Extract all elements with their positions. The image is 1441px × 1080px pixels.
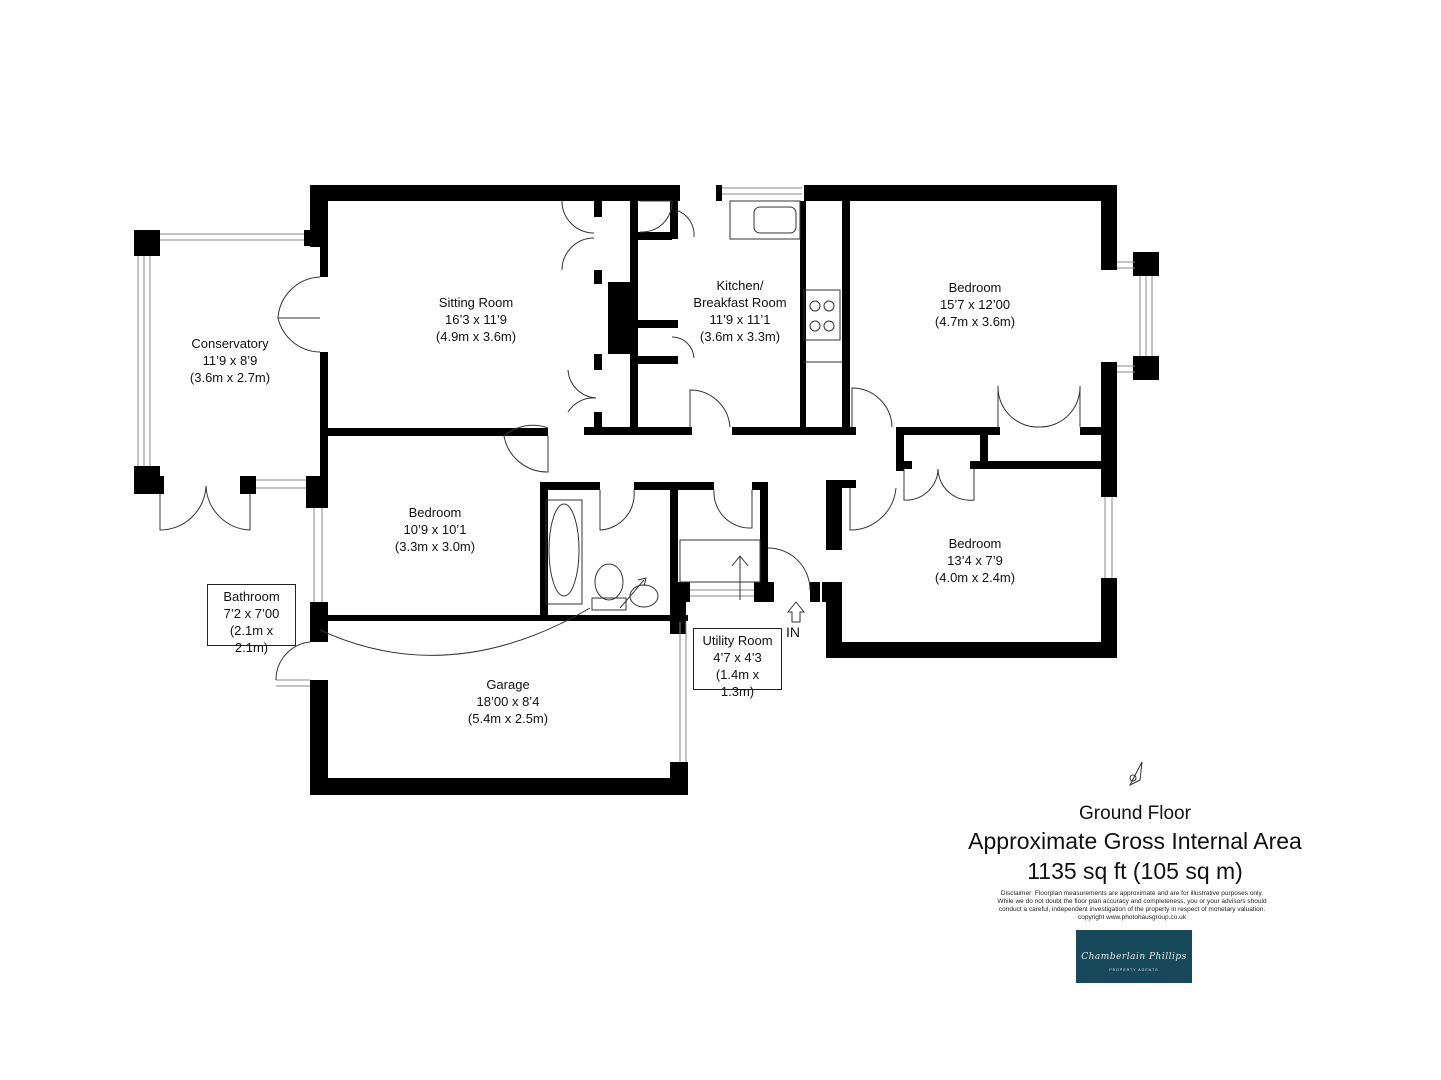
room-metric: (3.6m x 3.3m)	[699, 329, 781, 344]
disclaimer-line: conduct a careful, independent investiga…	[998, 906, 1266, 913]
room-name: Bathroom	[223, 589, 280, 604]
logo-subtext: PROPERTY AGENTS	[1109, 968, 1159, 972]
room-name: Kitchen/	[716, 278, 764, 293]
room-metric: (4.9m x 3.6m)	[435, 329, 517, 344]
room-name: Garage	[486, 677, 530, 692]
room-imperial: 13’4 x 7’9	[947, 553, 1003, 568]
doors	[159, 200, 1081, 681]
room-metric: (4.0m x 2.4m)	[934, 570, 1016, 585]
windows	[137, 187, 1153, 762]
room-metric: (1.4m x 1.3m)	[715, 667, 760, 699]
room-imperial: 16’3 x 11’9	[445, 312, 507, 327]
room-label-bedroom-1: Bedroom 15’7 x 12’00 (4.7m x 3.6m)	[935, 279, 1015, 330]
room-label-bedroom-3: Bedroom 13’4 x 7’9 (4.0m x 2.4m)	[935, 535, 1015, 586]
room-label-utility-room: Utility Room 4’7 x 4’3 (1.4m x 1.3m)	[693, 628, 782, 699]
room-name-2: Breakfast Room	[693, 295, 787, 310]
disclaimer-line: While we do not doubt the floor plan acc…	[997, 898, 1267, 905]
room-name: Conservatory	[191, 336, 269, 351]
room-name: Bedroom	[948, 280, 1002, 295]
room-imperial: 18’00 x 8’4	[476, 694, 540, 709]
disclaimer: Disclaimer: Floorplan measurements are a…	[962, 890, 1302, 922]
room-metric: (5.4m x 2.5m)	[467, 711, 549, 726]
area-title: Approximate Gross Internal Area	[968, 828, 1302, 854]
walls	[134, 185, 1159, 795]
room-imperial: 11’9 x 8’9	[202, 353, 258, 368]
room-imperial: 10’9 x 10’1	[403, 522, 467, 537]
room-imperial: 15’7 x 12’00	[939, 297, 1011, 312]
room-imperial: 4’7 x 4’3	[713, 650, 762, 665]
disclaimer-line: Disclaimer: Floorplan measurements are a…	[1000, 890, 1264, 897]
room-name: Bedroom	[948, 536, 1002, 551]
entrance-label: IN	[786, 624, 800, 640]
room-name: Sitting Room	[438, 295, 514, 310]
agent-logo: Chamberlain Phillips PROPERTY AGENTS	[1076, 930, 1192, 983]
disclaimer-line: copyright www.photohausgroup.co.uk	[1077, 914, 1187, 921]
room-label-bedroom-2: Bedroom 10’9 x 10’1 (3.3m x 3.0m)	[395, 504, 475, 555]
room-label-bathroom: Bathroom 7’2 x 7’00 (2.1m x 2.1m)	[207, 584, 296, 655]
room-metric: (3.6m x 2.7m)	[189, 370, 271, 385]
room-metric: (4.7m x 3.6m)	[934, 314, 1016, 329]
room-metric: (3.3m x 3.0m)	[394, 539, 476, 554]
fittings	[545, 200, 1143, 787]
logo-text: Chamberlain Phillips	[1081, 951, 1187, 962]
room-name: Bedroom	[408, 505, 462, 520]
room-label-sitting-room: Sitting Room 16’3 x 11’9 (4.9m x 3.6m)	[436, 294, 516, 345]
floor-name: Ground Floor	[1079, 803, 1191, 824]
room-imperial: 7’2 x 7’00	[223, 606, 280, 621]
room-metric: (2.1m x 2.1m)	[229, 623, 274, 655]
room-label-garage: Garage 18’00 x 8’4 (5.4m x 2.5m)	[468, 676, 548, 727]
area-summary: Ground Floor Approximate Gross Internal …	[920, 802, 1350, 886]
room-label-kitchen: Kitchen/ Breakfast Room 11’9 x 11’1 (3.6…	[693, 277, 786, 345]
room-label-conservatory: Conservatory 11’9 x 8’9 (3.6m x 2.7m)	[190, 335, 270, 386]
area-value: 1135 sq ft (105 sq m)	[1027, 858, 1243, 884]
room-name: Utility Room	[702, 633, 773, 648]
room-imperial: 11’9 x 11’1	[709, 312, 771, 327]
